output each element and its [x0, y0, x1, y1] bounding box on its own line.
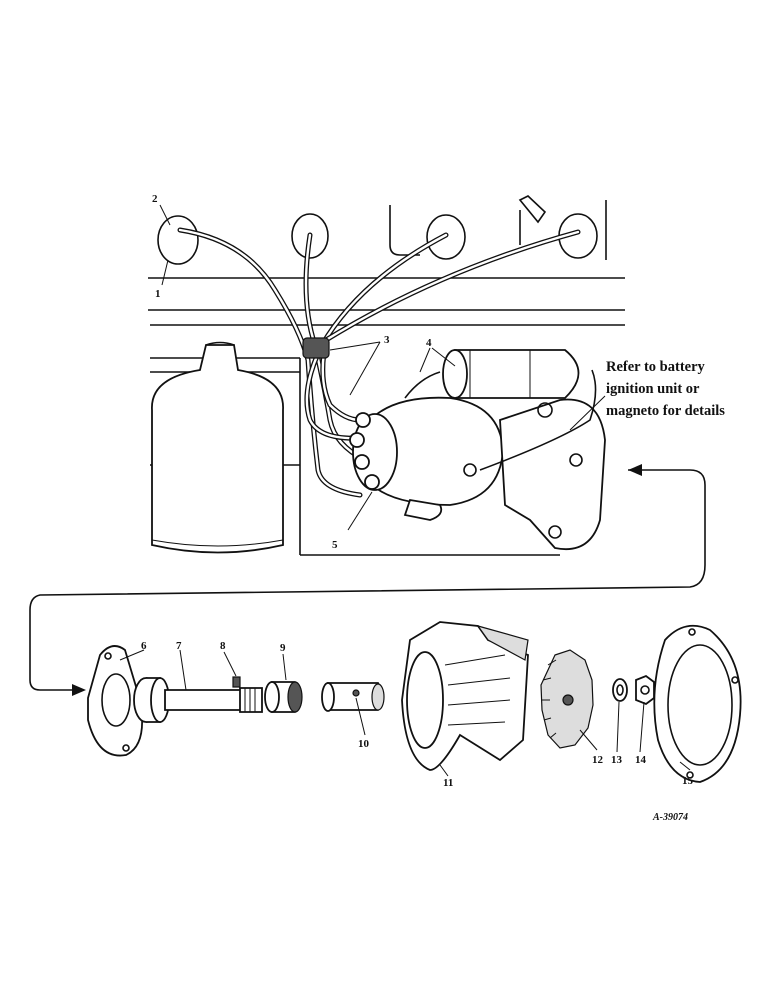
washer-13: [612, 678, 628, 702]
nut-14: [635, 674, 655, 706]
reference-note-line-3: magneto for details: [606, 403, 725, 419]
plug-wires: [177, 227, 581, 498]
shaft-7: [133, 677, 263, 723]
nut-9: [264, 681, 303, 713]
sleeve-10: [321, 682, 385, 712]
distributor-assembly: [349, 349, 606, 550]
callout-1: 1: [155, 288, 161, 300]
callout-8: 8: [220, 640, 226, 652]
reference-note-line-1: Refer to battery: [606, 359, 705, 375]
callout-3: 3: [384, 334, 390, 346]
pin-8: [232, 676, 241, 688]
callout-9: 9: [280, 642, 286, 654]
callout-11: 11: [443, 777, 453, 789]
housing-11: [401, 621, 529, 771]
callout-13: 13: [611, 754, 623, 766]
callout-12: 12: [592, 754, 604, 766]
callout-labels: 1 2 3 4 5 6 7 8 9 10 11 12 13 14 15: [141, 193, 694, 789]
callout-6: 6: [141, 640, 147, 652]
callout-4: 4: [426, 337, 432, 349]
callout-7: 7: [176, 640, 182, 652]
reference-note: Refer to battery ignition unit or magnet…: [606, 356, 725, 422]
gasket-6: [87, 645, 143, 757]
engine-block: [148, 195, 625, 556]
callout-15: 15: [682, 775, 694, 787]
oil-filter: [151, 341, 284, 554]
callout-5: 5: [332, 539, 338, 551]
callout-2: 2: [152, 193, 158, 205]
gear-12: [540, 649, 594, 749]
leader-lines: [119, 204, 691, 777]
gasket-15: [653, 624, 742, 783]
flow-arrow-top: [29, 464, 706, 696]
callout-10: 10: [358, 738, 370, 750]
drawing-number: A-39074: [653, 812, 688, 823]
callout-14: 14: [635, 754, 647, 766]
reference-note-line-2: ignition unit or: [606, 381, 700, 397]
